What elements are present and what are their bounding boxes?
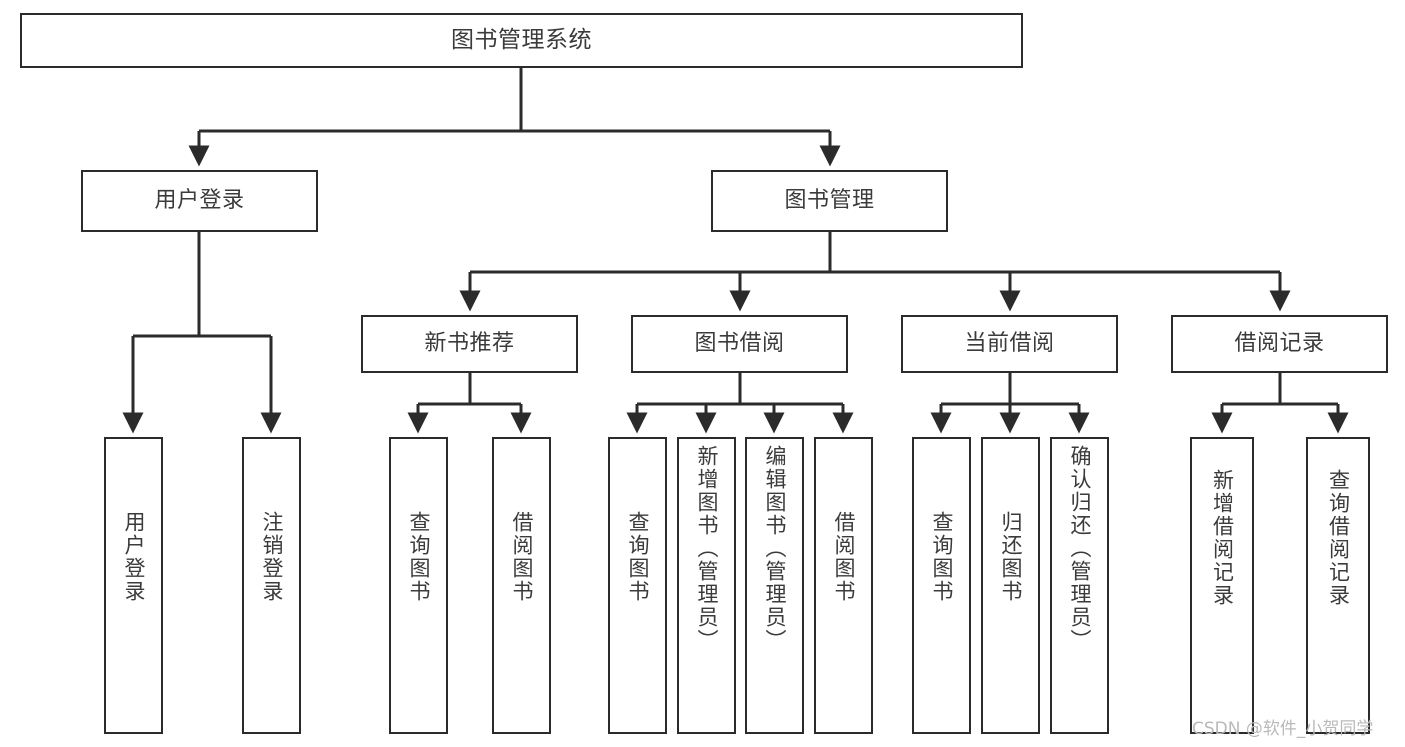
leaf-borrow-book-2-label: 借阅图书 [832, 511, 856, 603]
leaf-query-borrow-record-label: 查询借阅记录 [1326, 469, 1351, 607]
leaf-logout-login[interactable]: 注销登录 [242, 437, 301, 734]
leaf-add-borrow-record[interactable]: 新增借阅记录 [1190, 437, 1254, 734]
node-book-management-label: 图书管理 [784, 188, 875, 214]
leaf-query-book-2-label: 查询图书 [626, 511, 650, 603]
node-borrow-record-label: 借阅记录 [1234, 331, 1325, 357]
leaf-return-book-label: 归还图书 [999, 511, 1023, 603]
node-current-borrow[interactable]: 当前借阅 [901, 315, 1118, 373]
leaf-query-book-3-label: 查询图书 [930, 511, 954, 603]
node-book-borrow[interactable]: 图书借阅 [631, 315, 848, 373]
node-root[interactable]: 图书管理系统 [20, 13, 1023, 68]
leaf-add-borrow-record-label: 新增借阅记录 [1210, 469, 1235, 607]
leaf-add-book[interactable]: 新增图书（管理员） [677, 437, 736, 734]
leaf-borrow-book-1[interactable]: 借阅图书 [492, 437, 551, 734]
leaf-user-login[interactable]: 用户登录 [104, 437, 163, 734]
node-root-label: 图书管理系统 [451, 26, 592, 53]
leaf-confirm-return-label: 确认归还（管理员） [1068, 445, 1092, 652]
node-new-book-recommend-label: 新书推荐 [424, 331, 515, 357]
leaf-return-book[interactable]: 归还图书 [981, 437, 1040, 734]
leaf-query-book-1[interactable]: 查询图书 [389, 437, 448, 734]
leaf-logout-login-label: 注销登录 [260, 511, 284, 603]
node-current-borrow-label: 当前借阅 [964, 331, 1055, 357]
leaf-query-book-2[interactable]: 查询图书 [608, 437, 667, 734]
node-book-borrow-label: 图书借阅 [694, 331, 785, 357]
leaf-user-login-label: 用户登录 [122, 511, 146, 603]
node-book-management[interactable]: 图书管理 [711, 170, 948, 232]
csdn-watermark: CSDN @软件_小贺同学 [1192, 719, 1374, 739]
leaf-edit-book[interactable]: 编辑图书（管理员） [745, 437, 804, 734]
leaf-query-book-3[interactable]: 查询图书 [912, 437, 971, 734]
leaf-query-book-1-label: 查询图书 [407, 511, 431, 603]
leaf-borrow-book-1-label: 借阅图书 [510, 511, 534, 603]
node-user-login-label: 用户登录 [154, 188, 245, 214]
leaf-edit-book-label: 编辑图书（管理员） [763, 445, 787, 652]
leaf-borrow-book-2[interactable]: 借阅图书 [814, 437, 873, 734]
leaf-add-book-label: 新增图书（管理员） [695, 445, 719, 652]
leaf-query-borrow-record[interactable]: 查询借阅记录 [1306, 437, 1370, 734]
node-borrow-record[interactable]: 借阅记录 [1171, 315, 1388, 373]
node-new-book-recommend[interactable]: 新书推荐 [361, 315, 578, 373]
node-user-login[interactable]: 用户登录 [81, 170, 318, 232]
leaf-confirm-return[interactable]: 确认归还（管理员） [1050, 437, 1109, 734]
